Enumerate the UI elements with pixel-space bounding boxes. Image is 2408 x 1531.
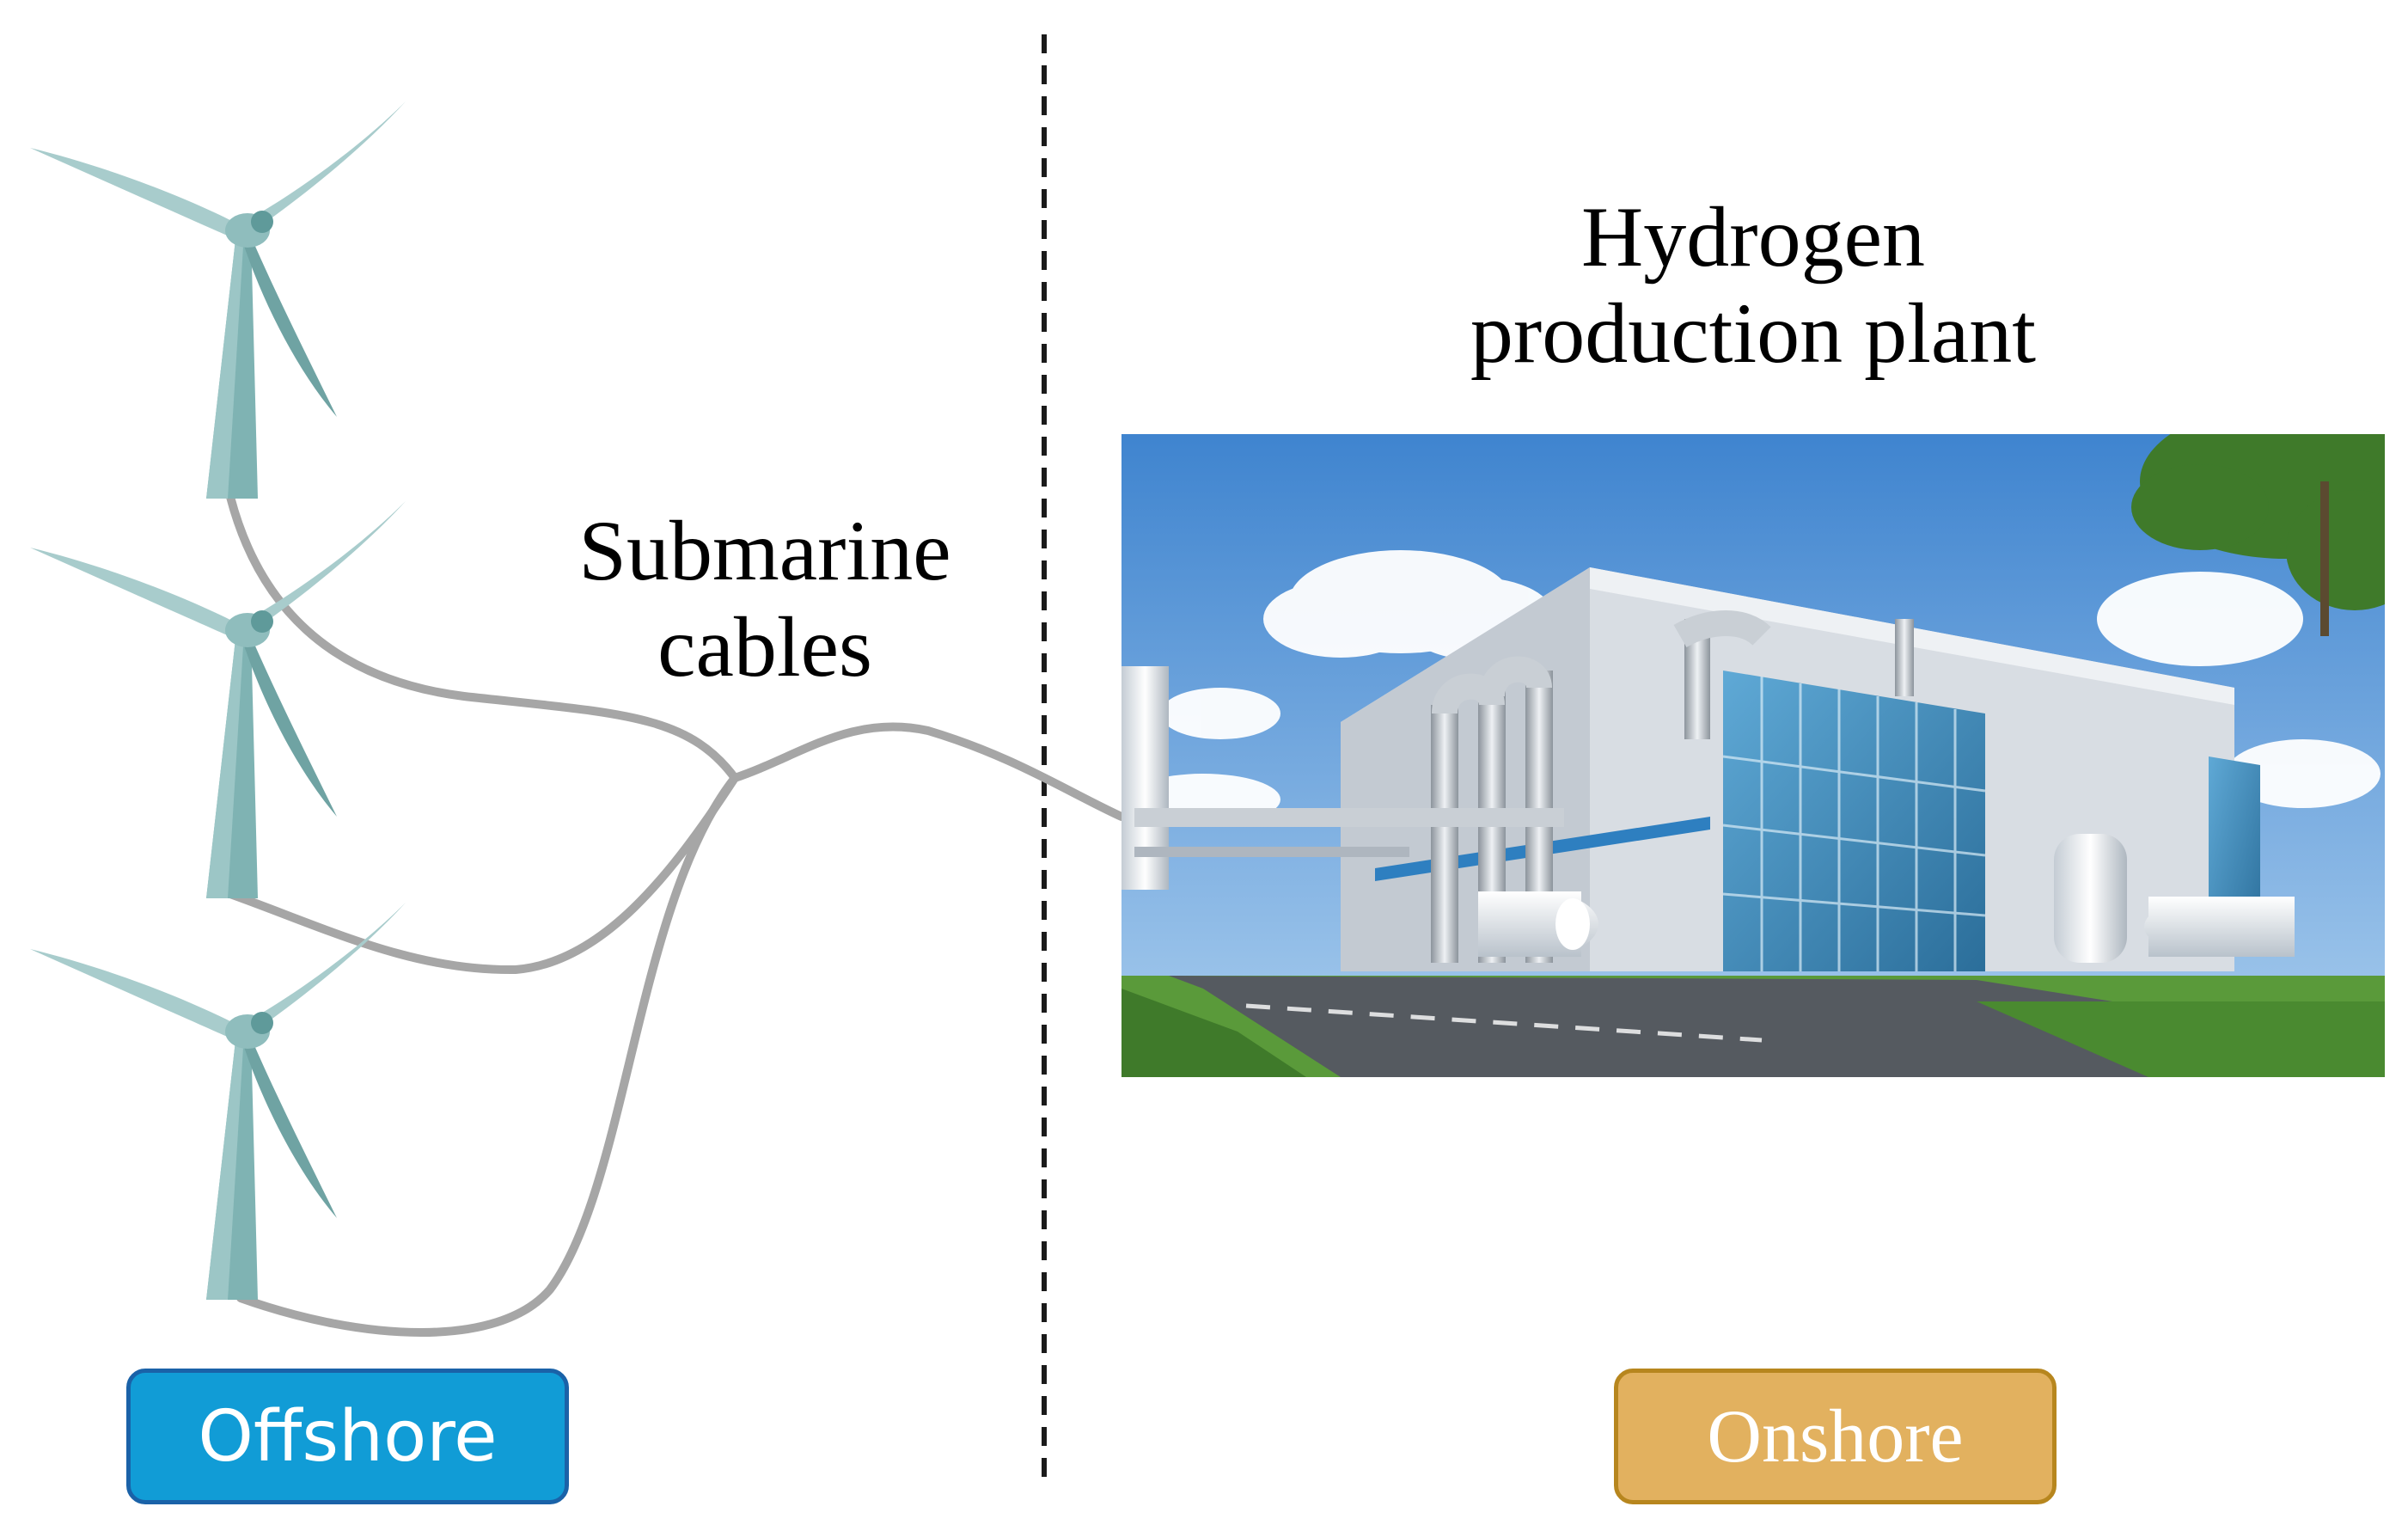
cable-turbine-2 bbox=[226, 774, 739, 975]
offshore-badge-text: Offshore bbox=[198, 1395, 498, 1478]
submarine-cables-label: Submarine cables bbox=[533, 503, 997, 695]
hydrogen-plant-photo bbox=[1121, 434, 2385, 1077]
submarine-cables-label-line-2: cables bbox=[657, 599, 872, 695]
submarine-cables-label-line-1: Submarine bbox=[578, 503, 951, 598]
onshore-badge-text: Onshore bbox=[1707, 1394, 1964, 1479]
hydrogen-plant-label: Hydrogen production plant bbox=[1375, 189, 2131, 382]
cable-turbine-3 bbox=[236, 774, 739, 1337]
cable-turbine-1 bbox=[226, 493, 739, 782]
wind-turbine-icon bbox=[30, 501, 406, 898]
hydrogen-plant-label-line-2: production plant bbox=[1470, 285, 2037, 381]
hydrogen-plant-label-line-1: Hydrogen bbox=[1581, 189, 1925, 285]
onshore-badge: Onshore bbox=[1614, 1369, 2057, 1504]
wind-turbine-icon bbox=[30, 101, 406, 499]
wind-turbine-icon bbox=[30, 903, 406, 1300]
submarine-cables bbox=[226, 493, 1126, 1337]
cable-to-shore bbox=[730, 722, 1126, 821]
offshore-badge: Offshore bbox=[126, 1369, 569, 1504]
